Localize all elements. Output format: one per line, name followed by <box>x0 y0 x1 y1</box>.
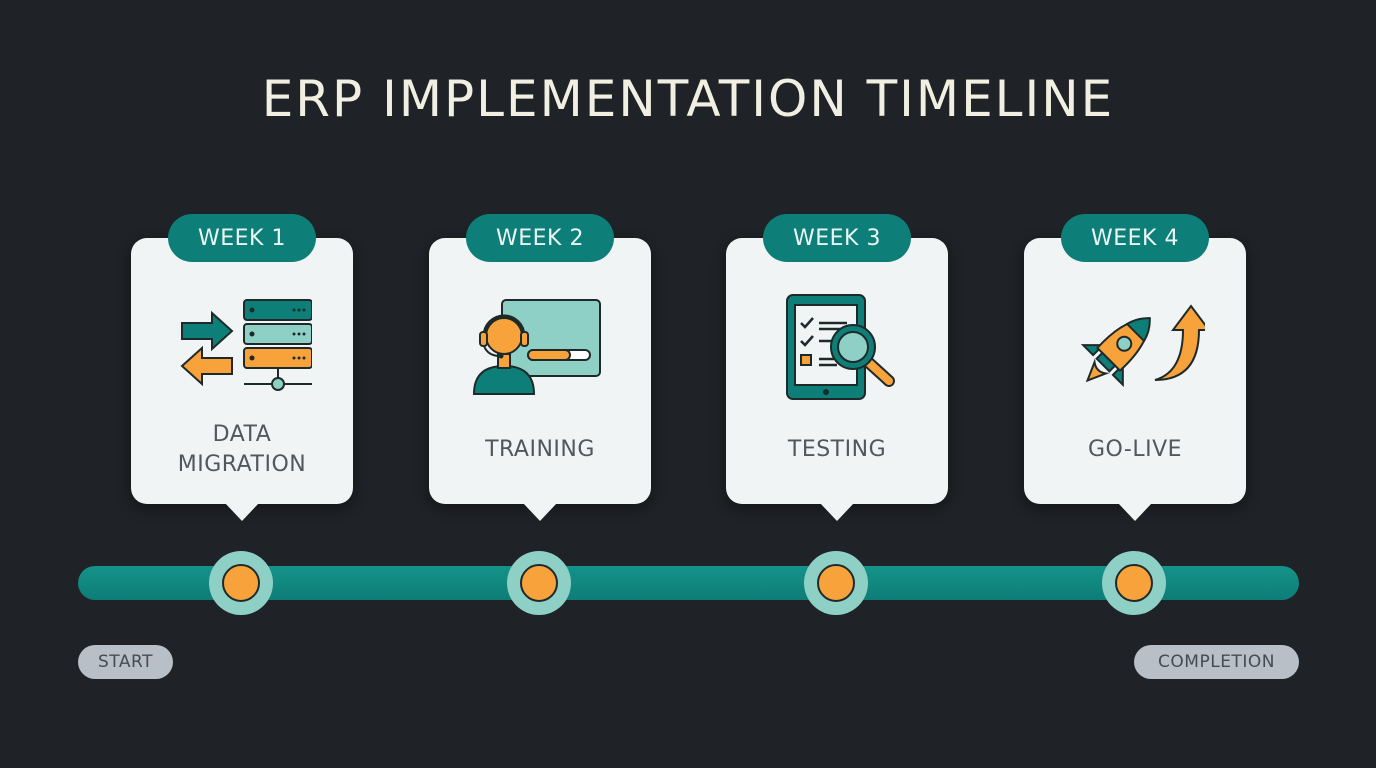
milestone-label: TRAINING <box>485 437 595 462</box>
timeline-node-week-1 <box>209 551 273 615</box>
timeline-track <box>78 566 1299 600</box>
page-title: ERP IMPLEMENTATION TIMELINE <box>261 70 1115 128</box>
milestone-card-week-4: WEEK 4 GO-LIVE <box>1024 214 1246 521</box>
completion-label: COMPLETION <box>1134 645 1299 679</box>
week-badge: WEEK 3 <box>763 214 911 262</box>
server-transfer-icon <box>131 288 353 408</box>
node-marker <box>817 564 855 602</box>
timeline-node-week-3 <box>804 551 868 615</box>
node-marker <box>222 564 260 602</box>
node-marker <box>1115 564 1153 602</box>
node-marker <box>520 564 558 602</box>
milestone-label: TESTING <box>787 437 887 462</box>
week-badge: WEEK 2 <box>466 214 614 262</box>
checklist-magnifier-icon <box>726 288 948 408</box>
week-badge: WEEK 1 <box>168 214 316 262</box>
milestone-label: GO-LIVE <box>1087 437 1183 462</box>
timeline-node-week-4 <box>1102 551 1166 615</box>
timeline-node-week-2 <box>507 551 571 615</box>
week-badge: WEEK 4 <box>1061 214 1209 262</box>
trainer-presentation-icon <box>429 288 651 408</box>
milestone-card-week-3: WEEK 3 TESTING <box>726 214 948 521</box>
milestone-card-week-2: WEEK 2 TRAINING <box>429 214 651 521</box>
rocket-launch-icon <box>1024 288 1246 408</box>
start-label: START <box>78 645 173 679</box>
